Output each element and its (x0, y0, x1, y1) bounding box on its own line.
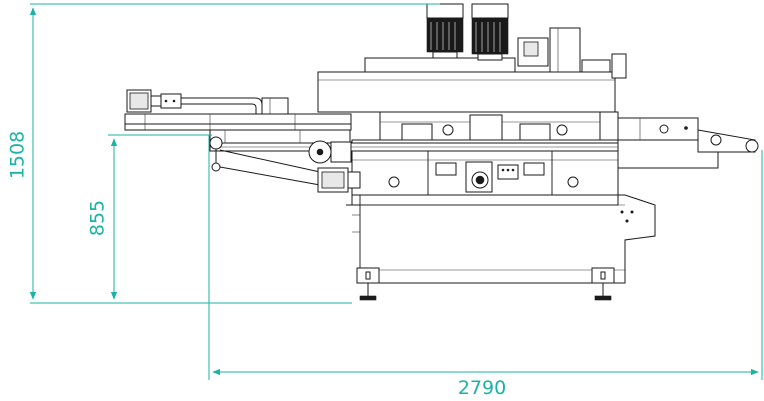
top-right-assembly (517, 27, 627, 79)
left-foot (356, 267, 380, 301)
belt-drive (209, 136, 361, 193)
left-motor (426, 3, 464, 59)
table-height-label: 855 (87, 200, 109, 236)
dimension-lines (29, 3, 763, 380)
right-motor (471, 3, 509, 61)
right-outfeed (617, 117, 759, 169)
machine-outline (124, 3, 759, 301)
upper-housing (317, 57, 619, 141)
total-height-label: 1508 (7, 131, 29, 179)
total-length-label: 2790 (458, 377, 506, 399)
left-feeder (126, 89, 289, 115)
infeed-rail (124, 113, 719, 152)
right-foot (591, 267, 615, 301)
